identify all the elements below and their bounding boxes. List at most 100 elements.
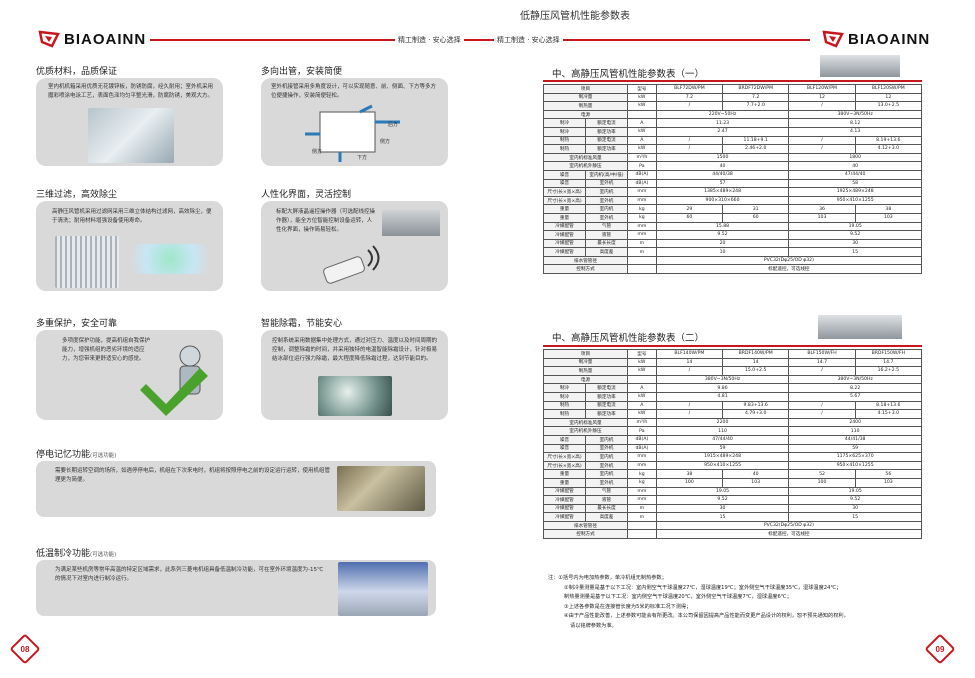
table-cell: 9.52 xyxy=(655,230,790,240)
table-cell: 1915×489×248 xyxy=(655,452,790,462)
table-cell: 4.79+3.0 xyxy=(722,409,790,419)
table-cell: / xyxy=(788,400,856,411)
table-cell: 额定电流 xyxy=(584,135,628,146)
table-cell: 103 xyxy=(788,212,856,223)
table-cell: 额定功率 xyxy=(584,409,628,419)
pipe-diagram-image xyxy=(305,104,400,162)
direction-label: 侧方 xyxy=(312,149,323,155)
table-cell: 14.7 xyxy=(788,357,856,368)
table-cell: 8.12 xyxy=(788,118,922,128)
table-cell: 9.52 xyxy=(655,495,790,505)
table-row: 控制方式标配遥控，可选线控 xyxy=(543,529,923,540)
table-cell: mm xyxy=(626,187,657,197)
table-cell: 9.52 xyxy=(788,495,922,505)
table-cell: 型号 xyxy=(626,349,657,359)
table-cell: 19.05 xyxy=(788,486,922,497)
table-cell: 380V~3N/50Hz xyxy=(655,374,790,385)
table-cell: kg xyxy=(626,469,657,479)
table-cell: / xyxy=(655,101,724,111)
table-cell: / xyxy=(655,400,724,411)
slogan-left: 精工制造 · 安心选择 xyxy=(395,35,464,45)
table-cell: 100 xyxy=(655,477,724,488)
notes: 注：①括号内为电加热参数，单冷机组无制热参数； ②制冷量测量是基于以下工况：室内… xyxy=(548,574,928,631)
table-cell: 标配遥控，可选线控 xyxy=(655,529,923,540)
table-cell: 950×410×1255 xyxy=(655,460,790,471)
table-cell: 9.52 xyxy=(788,230,922,240)
table-cell: kW xyxy=(626,126,657,137)
table-cell: 1500 xyxy=(655,152,790,163)
table-cell: 排水管管径 xyxy=(543,255,628,266)
table-cell: 冷媒配管 xyxy=(543,512,586,522)
table-cell: 额定功率 xyxy=(584,391,628,402)
table-cell: 40 xyxy=(788,161,922,171)
table-cell: m³/h xyxy=(626,417,657,428)
table-cell: 15.0+2.5 xyxy=(722,366,790,376)
table-cell: 7.2 xyxy=(722,92,790,103)
table-cell: 1800 xyxy=(788,152,922,163)
table-cell xyxy=(626,255,657,266)
table-cell: 重量 xyxy=(543,469,586,479)
table-cell: 47/44/40 xyxy=(655,434,790,445)
table-cell: 重量 xyxy=(543,204,586,214)
table-cell: 29 xyxy=(655,204,724,214)
table-cell: 冷媒配管 xyxy=(543,486,586,497)
table-cell: 100 xyxy=(788,477,856,488)
table-cell: 30 xyxy=(655,503,790,514)
table-cell: 控制方式 xyxy=(543,264,628,275)
table2-title: 中、高静压风管机性能参数表（二） xyxy=(552,333,705,344)
table-cell: 噪音 xyxy=(543,434,586,445)
feature-title: 多向出管，安装简便 xyxy=(261,67,343,77)
table-cell: 2.46+2.0 xyxy=(722,144,790,154)
table-cell: 噪音 xyxy=(543,178,586,189)
feature-text: 为满足某些机房等常年高温的特定区域需求，此系列三菱电机组具备低温制冷功能，可在室… xyxy=(55,567,324,582)
table-cell: 额定电流 xyxy=(584,118,628,128)
table-cell: 制热量 xyxy=(543,101,628,111)
brand-name: BIAOAINN xyxy=(64,30,147,48)
table-cell: 30 xyxy=(788,503,922,514)
table-cell: 重量 xyxy=(543,477,586,488)
table-cell xyxy=(626,529,657,540)
table-cell: 室内机标准风量 xyxy=(543,152,628,163)
table-cell: 尺寸(长×宽×高) xyxy=(543,195,586,206)
table-cell xyxy=(626,520,657,531)
table-cell: Pa xyxy=(626,161,657,171)
table-cell: 14 xyxy=(655,357,724,368)
table-cell: 制热 xyxy=(543,135,586,146)
note-line: ②制冷量测量是基于以下工况：室内侧空气干球温度27℃，湿球温度19℃；室外侧空气… xyxy=(564,584,842,591)
table-cell: 12 xyxy=(854,92,923,103)
table-cell: 电源 xyxy=(543,109,628,120)
table-cell: dB(A) xyxy=(626,178,657,189)
table-cell: 7.2 xyxy=(655,92,724,103)
table-cell: 冷媒配管 xyxy=(543,247,586,257)
table-cell xyxy=(626,264,657,275)
table-cell: dB(A) xyxy=(626,434,657,445)
duct-unit-image xyxy=(820,55,900,77)
table-cell: 8.19+13.6 xyxy=(854,135,923,146)
brand-name: BIAOAINN xyxy=(848,30,931,48)
table-cell: kg xyxy=(626,204,657,214)
table-cell: 40 xyxy=(722,469,790,479)
table-cell: 冷媒配管 xyxy=(543,503,586,514)
table-cell: 19.05 xyxy=(788,221,922,232)
table-cell: 冷媒配管 xyxy=(543,238,586,249)
table-cell: PVC32(Dφ25/OD φ32) xyxy=(655,520,923,531)
table-cell: 室内机(高/中/低) xyxy=(584,169,628,180)
table-cell: 室外机 xyxy=(584,178,628,189)
table-cell: 15 xyxy=(788,512,922,522)
table-cell: kg xyxy=(626,212,657,223)
table-cell: 103 xyxy=(722,477,790,488)
table-cell: 液管 xyxy=(584,495,628,505)
